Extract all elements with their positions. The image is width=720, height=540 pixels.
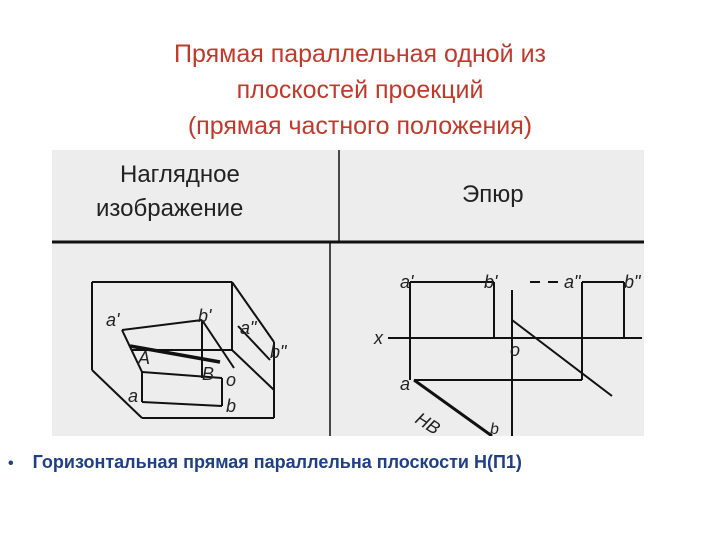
- left-label-a-dprime: a": [240, 318, 258, 338]
- title-line-2: плоскостей проекций: [236, 76, 484, 104]
- right-label-o: o: [510, 340, 520, 360]
- header-left-line2: изображение: [96, 195, 243, 222]
- right-label-b: b: [490, 421, 499, 436]
- left-label-B: B: [202, 364, 214, 384]
- left-label-b-dprime: b": [270, 342, 288, 362]
- slide-title: Прямая параллельная одной из плоскостей …: [60, 36, 660, 144]
- left-label-a: a: [128, 386, 138, 406]
- projection-drawing: Наглядное изображение Эпюр a': [52, 150, 644, 436]
- bullet-text: Горизонтальная прямая параллельна плоско…: [32, 452, 522, 472]
- left-label-o: o: [226, 370, 236, 390]
- right-label-a-dprime: a": [564, 272, 582, 292]
- right-label-HB: HB: [412, 408, 444, 436]
- right-label-b-prime: b': [484, 272, 498, 292]
- title-line-3: (прямая частного положения): [187, 112, 533, 140]
- bullet-item: • Горизонтальная прямая параллельна плос…: [8, 452, 712, 473]
- header-left-line1: Наглядное: [120, 161, 240, 188]
- epure-view: [388, 281, 642, 436]
- projection-figure: Наглядное изображение Эпюр a': [52, 150, 644, 436]
- title-line-1: Прямая параллельная одной из: [174, 40, 546, 68]
- header-right: Эпюр: [462, 181, 524, 208]
- pictorial-view: [91, 281, 275, 419]
- left-label-b: b: [226, 396, 236, 416]
- bullet-dot: •: [8, 455, 14, 472]
- right-label-a-prime: a': [400, 272, 414, 292]
- right-label-x: x: [373, 328, 384, 348]
- left-label-a-prime: a': [106, 310, 120, 330]
- left-label-b-prime: b': [198, 306, 212, 326]
- right-label-a: a: [400, 374, 410, 394]
- right-label-b-dprime: b": [624, 272, 642, 292]
- left-label-A: A: [137, 348, 150, 368]
